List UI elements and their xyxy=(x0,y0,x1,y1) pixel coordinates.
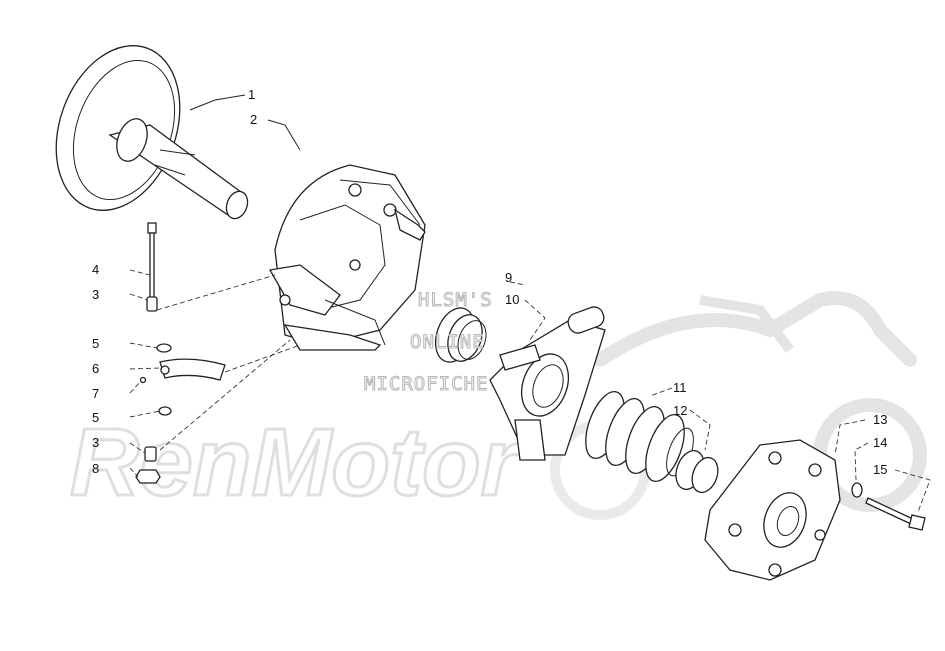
watermark-logo: RenMotor xyxy=(69,291,927,520)
callout-13: 13 xyxy=(873,412,887,427)
part-bushing-12 xyxy=(675,450,719,494)
callout-7: 7 xyxy=(92,386,99,401)
callout-15: 15 xyxy=(873,462,887,477)
part-pin-7 xyxy=(139,376,147,384)
callout-3b: 3 xyxy=(92,435,99,450)
part-spider-hub xyxy=(489,306,606,461)
part-arm-6 xyxy=(159,358,226,381)
callout-9: 9 xyxy=(505,270,512,285)
callout-labels: 1 2 3 4 5 6 7 5 3 8 9 10 11 12 13 14 15 xyxy=(92,87,887,477)
part-bolt-15 xyxy=(865,497,926,531)
part-bushing-3a xyxy=(146,296,158,312)
watermark-line-2: ONLINE xyxy=(410,331,485,353)
callout-5a: 5 xyxy=(92,336,99,351)
callout-8: 8 xyxy=(92,461,99,476)
part-fixed-sheave xyxy=(55,45,249,220)
watermark-line-1: HLSM'S xyxy=(418,289,493,311)
watermark-logo-text: RenMotor xyxy=(70,409,523,516)
callout-12: 12 xyxy=(673,403,687,418)
callout-6: 6 xyxy=(92,361,99,376)
callout-2: 2 xyxy=(250,112,257,127)
part-cover-plate xyxy=(704,439,841,581)
part-washer-13-14 xyxy=(851,482,863,498)
part-roller-9-10 xyxy=(434,307,487,363)
part-nut-8 xyxy=(135,469,161,484)
watermark-line-3: MICROFICHE xyxy=(364,373,488,395)
callout-4: 4 xyxy=(92,262,99,277)
leader-lines xyxy=(129,94,931,513)
part-bushing-3b xyxy=(144,446,157,462)
part-spring-11 xyxy=(585,391,694,482)
part-movable-sheave xyxy=(268,164,426,351)
watermark-text: HLSM'S ONLINE MICROFICHE xyxy=(363,288,493,395)
callout-1: 1 xyxy=(248,87,255,102)
callout-3a: 3 xyxy=(92,287,99,302)
callout-11: 11 xyxy=(673,380,687,395)
callout-5b: 5 xyxy=(92,410,99,425)
callout-14: 14 xyxy=(873,435,887,450)
part-washer-5b xyxy=(158,406,172,416)
part-washer-5a xyxy=(156,343,172,353)
part-bolt-4 xyxy=(147,222,157,299)
callout-10: 10 xyxy=(505,292,519,307)
